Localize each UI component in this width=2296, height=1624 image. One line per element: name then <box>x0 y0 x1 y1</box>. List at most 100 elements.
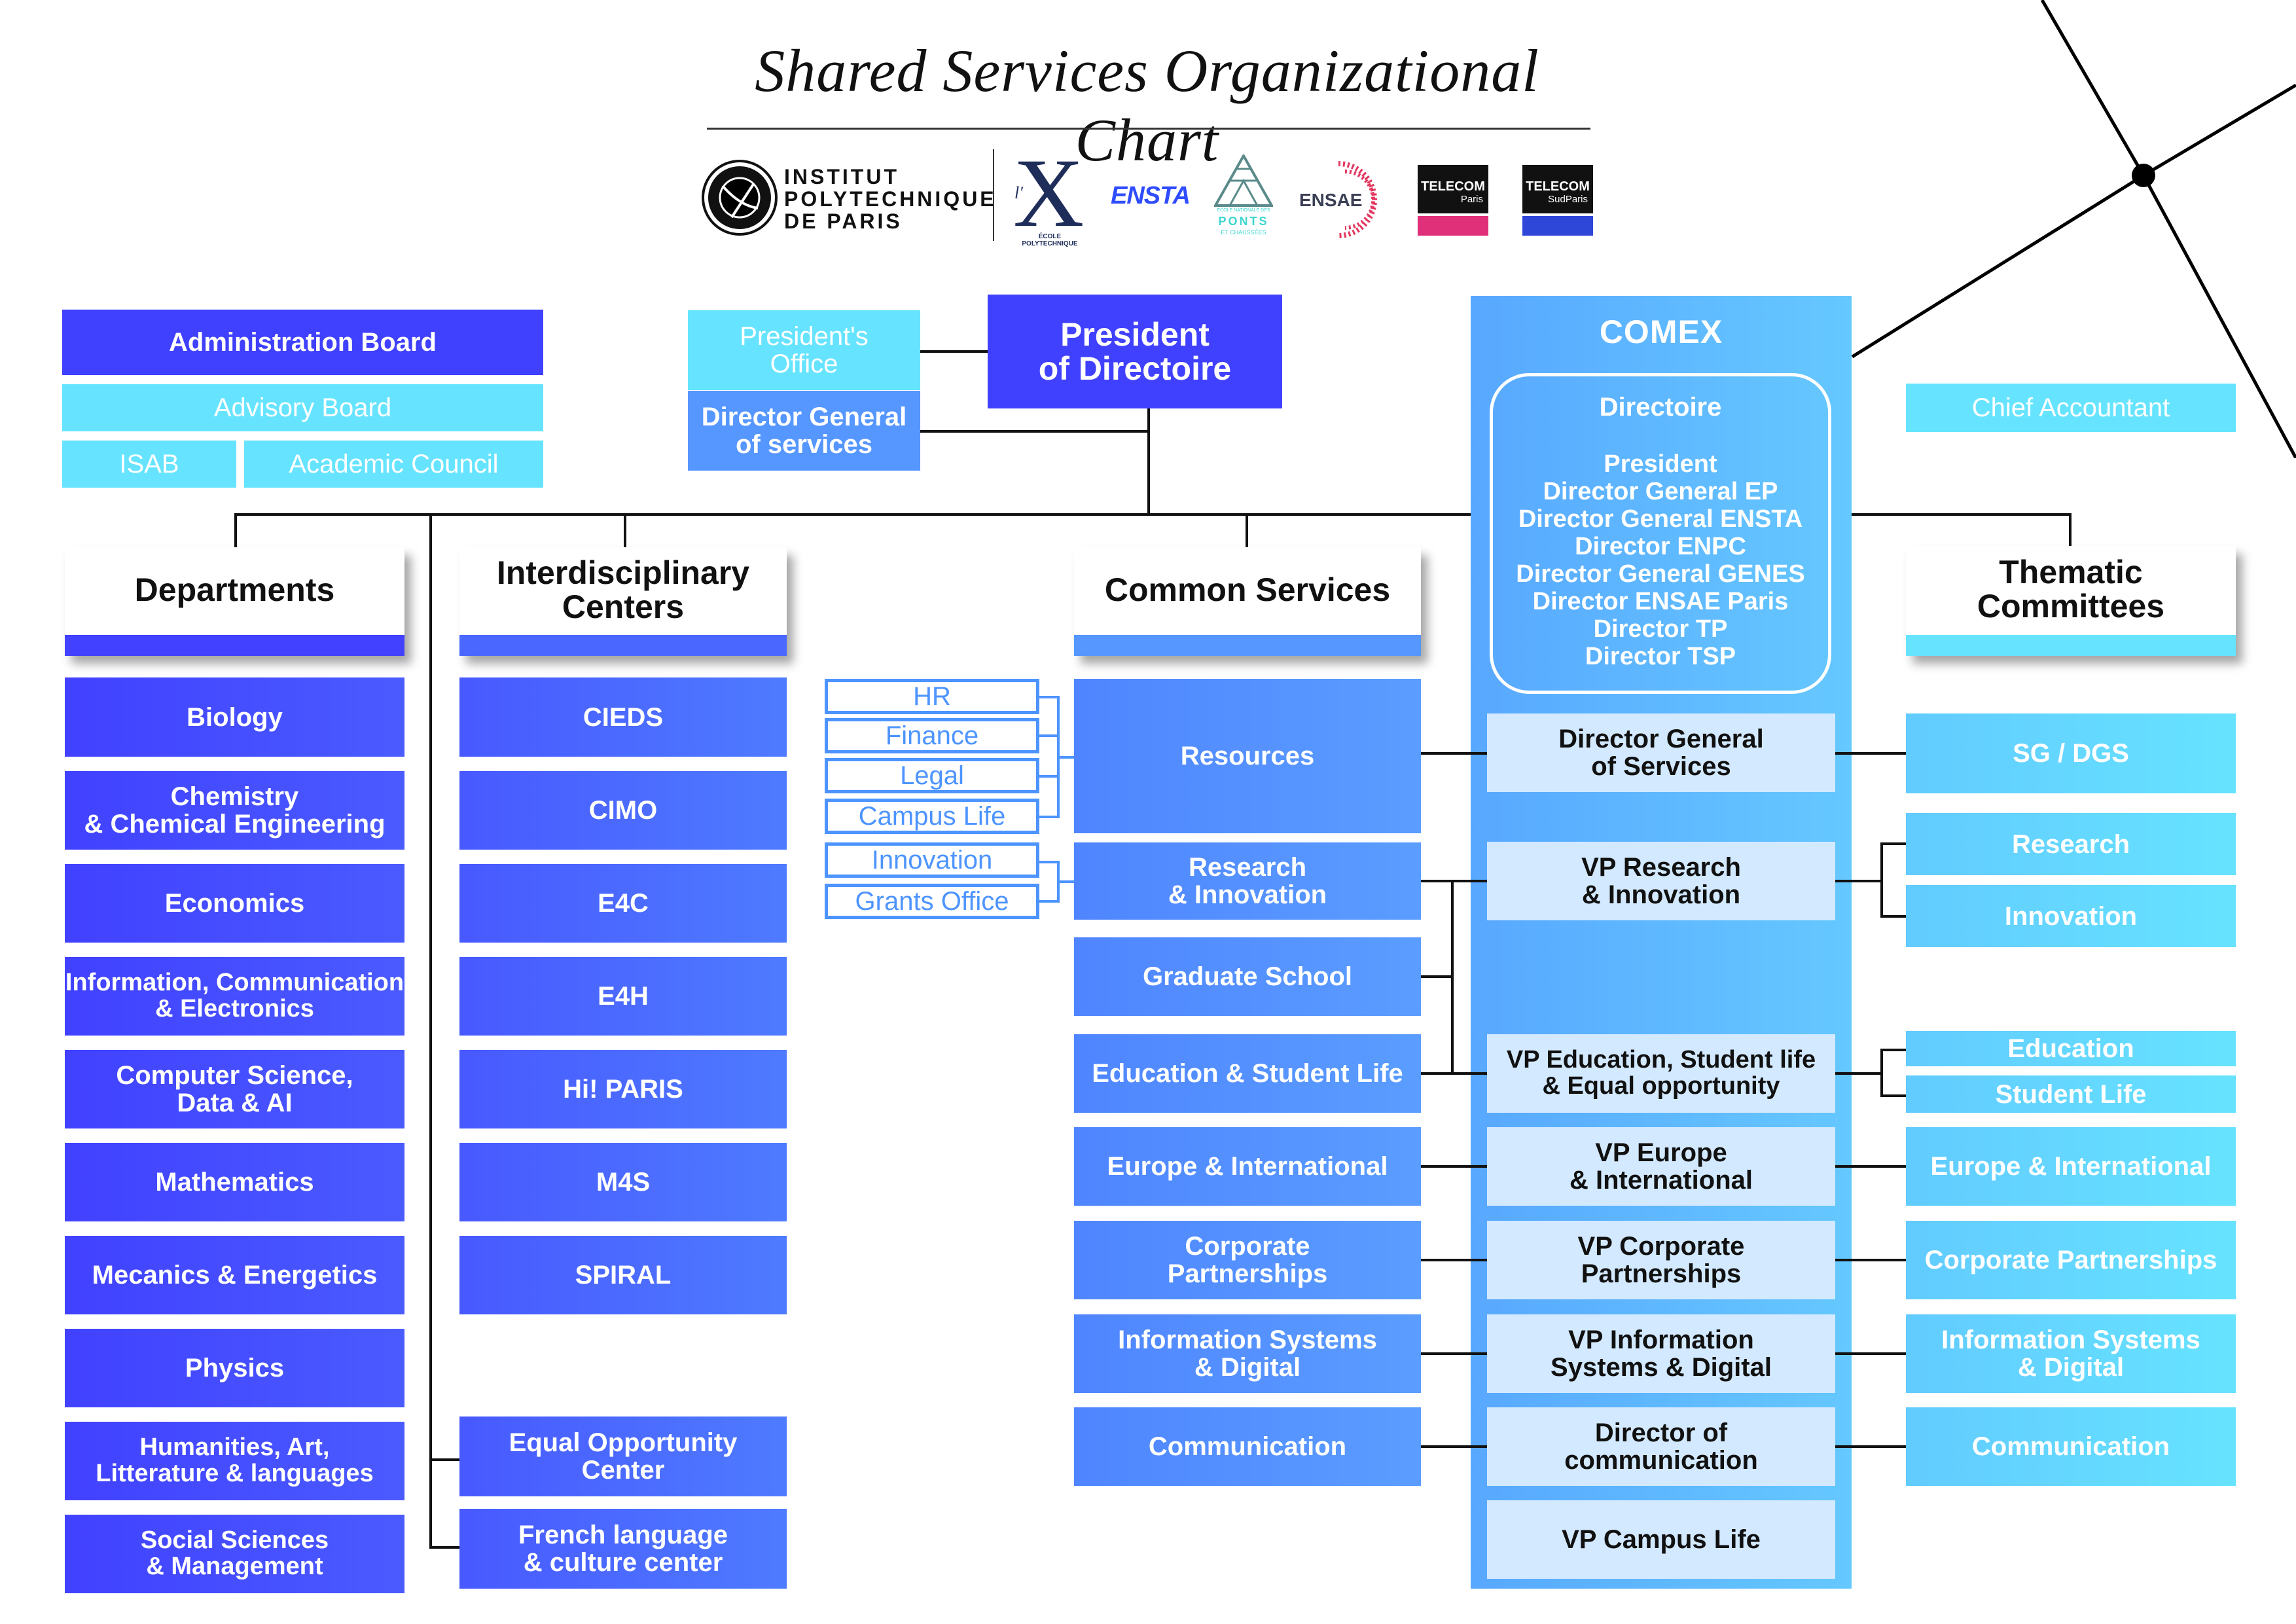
comex-item[interactable]: VP Europe & International <box>1487 1127 1835 1206</box>
connector <box>1835 880 1882 882</box>
thematic-header-label: Thematic Committees <box>1977 553 2165 624</box>
centers-header-bar <box>459 635 787 656</box>
thematic-item[interactable]: SG / DGS <box>1906 713 2236 793</box>
department-item[interactable]: Mecanics & Energetics <box>65 1236 404 1314</box>
thematic-item[interactable]: Corporate Partnerships <box>1906 1221 2236 1299</box>
bracket <box>1057 880 1074 883</box>
connector <box>1880 1094 1906 1097</box>
center-item[interactable]: E4H <box>459 957 787 1036</box>
connector <box>429 1546 459 1549</box>
logo-ensta: ENSTA <box>1111 182 1191 209</box>
connector <box>1421 1259 1487 1261</box>
connector <box>1835 1072 1882 1075</box>
thematic-item[interactable]: Information Systems & Digital <box>1906 1314 2236 1393</box>
connector <box>1147 408 1150 514</box>
ipp-emblem-icon <box>704 162 775 233</box>
department-item[interactable]: Social Sciences & Management <box>65 1515 404 1593</box>
center-item[interactable]: CIEDS <box>459 677 787 757</box>
research-sub-grants-office[interactable]: Grants Office <box>825 884 1039 919</box>
isab[interactable]: ISAB <box>62 441 236 488</box>
common-services-header-label: Common Services <box>1104 571 1391 608</box>
department-item[interactable]: Computer Science, Data & AI <box>65 1050 404 1128</box>
telecom-paris-line2: Paris <box>1460 194 1483 205</box>
telecom-sudparis-line2: SudParis <box>1548 194 1588 205</box>
main-bus <box>234 513 1471 516</box>
telecom-sudparis-line1: TELECOM <box>1526 179 1590 194</box>
department-item[interactable]: Physics <box>65 1329 404 1407</box>
center-item[interactable]: M4S <box>459 1143 787 1221</box>
connector <box>1835 1352 1906 1355</box>
thematic-header: Thematic Committees <box>1906 546 2236 656</box>
comex-item[interactable]: VP Education, Student life & Equal oppor… <box>1487 1034 1835 1113</box>
title-divider <box>707 128 1590 130</box>
director-general-of-services[interactable]: Director General of services <box>688 391 920 471</box>
connector <box>1421 1072 1487 1075</box>
department-item[interactable]: Mathematics <box>65 1143 404 1221</box>
directoire-title: Directoire <box>1599 393 1722 422</box>
equal-opportunity-center[interactable]: Equal Opportunity Center <box>459 1416 787 1496</box>
resources-sub-hr[interactable]: HR <box>825 679 1039 714</box>
connector <box>2069 513 2072 546</box>
connector <box>624 513 626 547</box>
connector <box>1880 1049 1906 1051</box>
directoire-members: President Director General EP Director G… <box>1516 450 1805 670</box>
department-item[interactable]: Chemistry & Chemical Engineering <box>65 771 404 850</box>
department-item[interactable]: Biology <box>65 677 404 757</box>
resources-sub-legal[interactable]: Legal <box>825 758 1039 793</box>
thematic-item[interactable]: Research <box>1906 813 2236 875</box>
comex-item[interactable]: Director of communication <box>1487 1407 1835 1486</box>
common-service-item[interactable]: Europe & International <box>1074 1127 1421 1206</box>
department-item[interactable]: Economics <box>65 864 404 943</box>
connector <box>1852 513 2071 516</box>
ipp-line3: DE PARIS <box>784 209 903 233</box>
comex-item[interactable]: VP Corporate Partnerships <box>1487 1221 1835 1299</box>
telecom-sudparis-accent <box>1522 216 1593 236</box>
common-service-item[interactable]: Research & Innovation <box>1074 842 1421 920</box>
common-service-item[interactable]: Communication <box>1074 1407 1421 1486</box>
common-service-item[interactable]: Education & Student Life <box>1074 1034 1421 1113</box>
logo-divider <box>993 149 994 241</box>
presidents-office[interactable]: President's Office <box>688 310 920 390</box>
connector <box>1421 1352 1487 1355</box>
thematic-item[interactable]: Communication <box>1906 1407 2236 1486</box>
french-language-center[interactable]: French language & culture center <box>459 1509 787 1589</box>
common-service-item[interactable]: Graduate School <box>1074 937 1421 1016</box>
chief-accountant[interactable]: Chief Accountant <box>1906 384 2236 432</box>
logo-ponts: ÉCOLE NATIONALE DES PONTS ET CHAUSSÉES <box>1213 153 1274 240</box>
academic-council[interactable]: Academic Council <box>244 441 543 488</box>
center-item[interactable]: SPIRAL <box>459 1236 787 1314</box>
thematic-item[interactable]: Innovation <box>1906 885 2236 947</box>
center-item[interactable]: Hi! PARIS <box>459 1050 787 1128</box>
advisory-board[interactable]: Advisory Board <box>62 384 543 431</box>
comex-item[interactable]: Director General of Services <box>1487 713 1835 792</box>
center-item[interactable]: E4C <box>459 864 787 943</box>
comex-item[interactable]: VP Research & Innovation <box>1487 842 1835 920</box>
research-sub-innovation[interactable]: Innovation <box>825 842 1039 878</box>
thematic-item[interactable]: Europe & International <box>1906 1127 2236 1206</box>
common-service-item[interactable]: Information Systems & Digital <box>1074 1314 1421 1393</box>
center-item[interactable]: CIMO <box>459 771 787 850</box>
telecom-paris-accent <box>1418 216 1488 236</box>
president-of-directoire-box[interactable]: President of Directoire <box>988 295 1282 408</box>
thematic-item[interactable]: Education <box>1906 1031 2236 1066</box>
comex-item[interactable]: VP Campus Life <box>1487 1500 1835 1579</box>
comex-item[interactable]: VP Information Systems & Digital <box>1487 1314 1835 1393</box>
resources-sub-finance[interactable]: Finance <box>825 718 1039 753</box>
x-mark-icon: X <box>1013 139 1085 247</box>
thematic-header-bar <box>1906 635 2236 656</box>
thematic-item[interactable]: Student Life <box>1906 1075 2236 1113</box>
resources-sub-campus-life[interactable]: Campus Life <box>825 799 1039 834</box>
connector <box>1835 1445 1906 1448</box>
page-title: Shared Services Organizational Chart <box>755 37 1539 173</box>
department-item[interactable]: Information, Communication & Electronics <box>65 957 404 1036</box>
connector <box>1880 842 1883 918</box>
bracket <box>1057 756 1074 759</box>
administration-board[interactable]: Administration Board <box>62 310 543 375</box>
logo-ecole-polytechnique: X l' ÉCOLE POLYTECHNIQUE <box>1008 144 1086 247</box>
department-item[interactable]: Humanities, Art, Litterature & languages <box>65 1422 404 1500</box>
common-service-item[interactable]: Corporate Partnerships <box>1074 1221 1421 1299</box>
ponts-caption-top: ÉCOLE NATIONALE DES <box>1217 208 1270 213</box>
common-services-header: Common Services <box>1074 547 1421 656</box>
common-service-item[interactable]: Resources <box>1074 679 1421 833</box>
centers-header: Interdisciplinary Centers <box>459 547 787 656</box>
